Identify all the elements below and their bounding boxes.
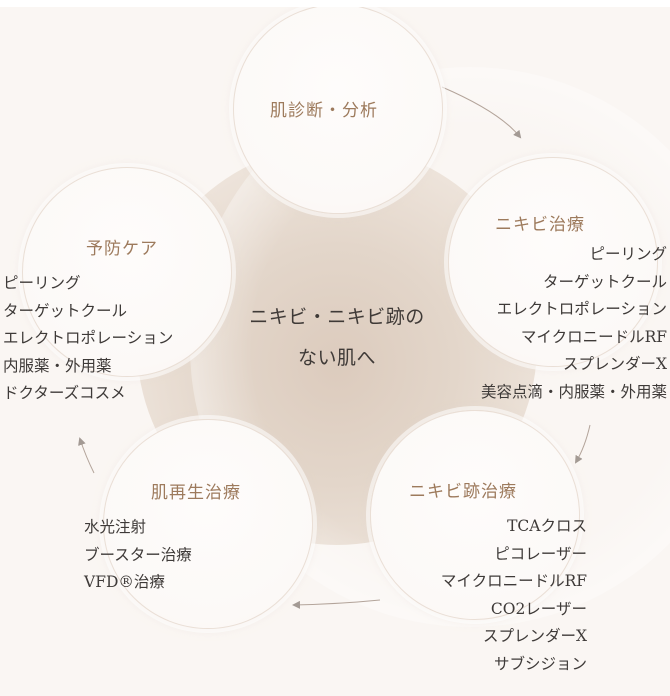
list-acne-treatment: ピーリング ターゲットクール エレクトロポレーション マイクロニードルRF スプ… bbox=[481, 241, 667, 406]
list-item: ブースター治療 bbox=[84, 545, 192, 564]
node-preventive-care bbox=[22, 167, 232, 377]
list-item: 美容点滴・内服薬・外用薬 bbox=[480, 382, 667, 401]
list-item: ピーリング bbox=[3, 274, 81, 292]
list-item: ターゲットクール bbox=[542, 272, 667, 291]
list-item: ピコレーザー bbox=[494, 544, 587, 563]
cycle-arrows bbox=[78, 86, 591, 609]
center-line-1: ニキビ・ニキビ跡の bbox=[249, 306, 425, 328]
list-item: ピーリング bbox=[589, 245, 667, 263]
list-item: ドクターズコスメ bbox=[3, 384, 126, 402]
center-goal-text: ニキビ・ニキビ跡の ない肌へ bbox=[187, 297, 487, 379]
list-item: VFD®治療 bbox=[84, 573, 165, 591]
node-title-diagnosis: 肌診断・分析 bbox=[270, 101, 378, 121]
node-acne-scar-treatment bbox=[370, 410, 580, 620]
cycle-diagram: 肌診断・分析 ニキビ治療 ピーリング ターゲットクール エレクトロポレーション … bbox=[0, 7, 670, 696]
list-item: エレクトロポレーション bbox=[496, 300, 667, 318]
node-diagnosis bbox=[233, 7, 443, 214]
node-title-skin-regeneration: 肌再生治療 bbox=[151, 483, 241, 503]
list-preventive-care: ピーリング ターゲットクール エレクトロポレーション 内服薬・外用薬 ドクターズ… bbox=[3, 270, 173, 408]
list-item: マイクロニードルRF bbox=[440, 572, 587, 590]
node-acne-treatment bbox=[448, 157, 658, 367]
list-item: エレクトロポレーション bbox=[3, 329, 174, 347]
list-item: CO2レーザー bbox=[490, 599, 587, 618]
list-acne-scar-treatment: TCAクロス ピコレーザー マイクロニードルRF CO2レーザー スプレンダーX… bbox=[441, 513, 587, 678]
list-item: TCAクロス bbox=[507, 517, 587, 535]
center-line-2: ない肌へ bbox=[297, 347, 376, 369]
list-item: サブシジョン bbox=[493, 654, 587, 673]
node-title-acne-scar-treatment: ニキビ跡治療 bbox=[409, 482, 517, 502]
node-title-preventive-care: 予防ケア bbox=[86, 239, 158, 259]
node-skin-regeneration bbox=[103, 419, 313, 629]
node-title-acne-treatment: ニキビ治療 bbox=[495, 215, 585, 235]
arrow-icon bbox=[78, 86, 591, 609]
list-skin-regeneration: 水光注射 ブースター治療 VFD®治療 bbox=[84, 514, 192, 597]
list-item: ターゲットクール bbox=[3, 301, 128, 320]
list-item: 内服薬・外用薬 bbox=[3, 356, 112, 375]
list-item: 水光注射 bbox=[84, 518, 147, 536]
list-item: スプレンダーX bbox=[562, 355, 667, 373]
list-item: マイクロニードルRF bbox=[520, 327, 667, 346]
list-item: スプレンダーX bbox=[482, 627, 587, 645]
